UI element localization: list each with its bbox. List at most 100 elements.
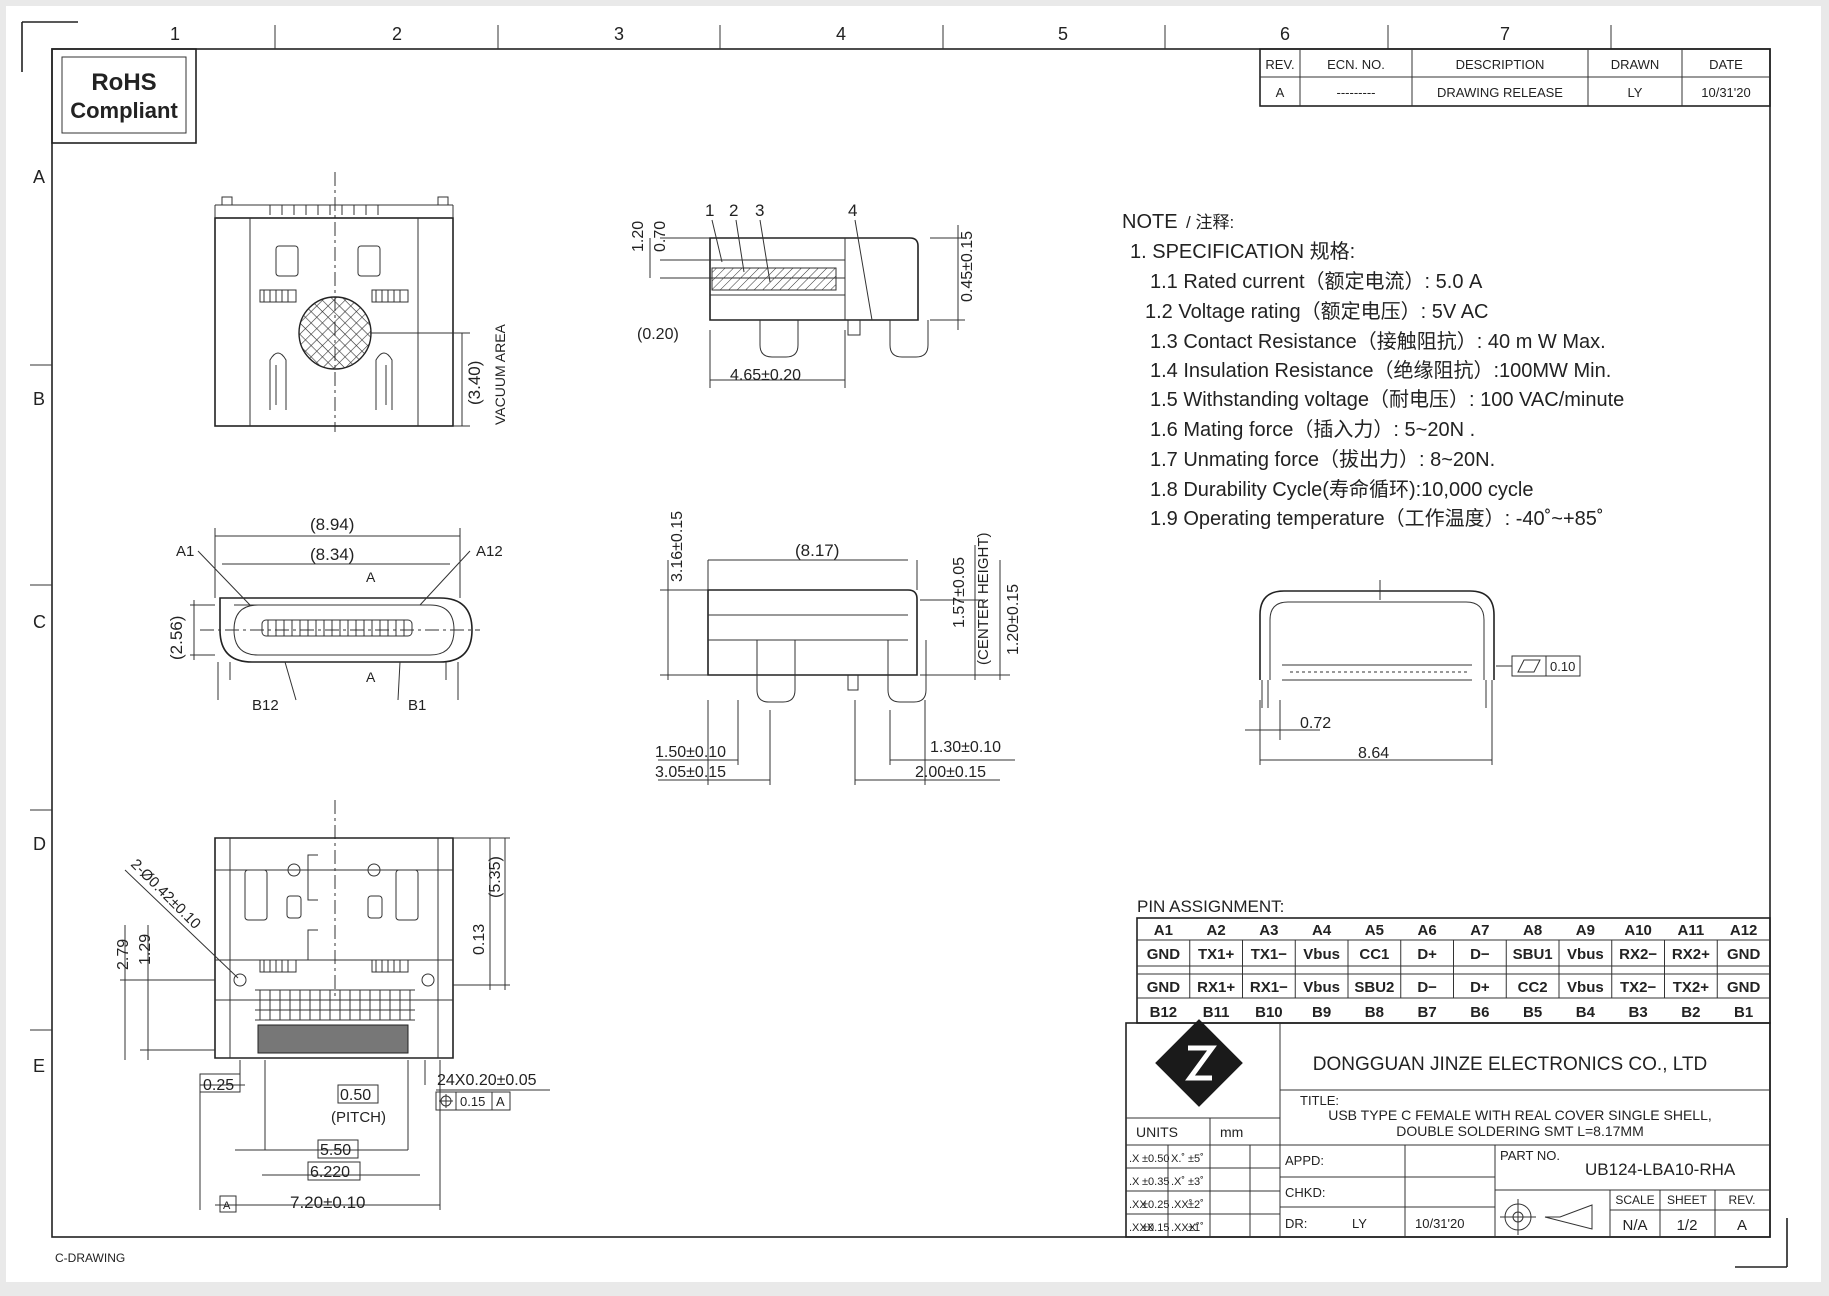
bottom-view: 2-Ø0.42±0.10 2.79 1.29 0.13 (5.35) 0.25 … (115, 800, 550, 1213)
pin-label-b12: B12 (252, 697, 279, 714)
pin-cell: GND (1727, 979, 1761, 996)
dim-bottom-550: 5.50 (320, 1142, 351, 1159)
pin-cell: A1 (1154, 922, 1173, 939)
tolerance-cell: ±0.35 (1142, 1176, 1169, 1188)
pin-cell: TX2+ (1673, 979, 1710, 996)
pitch-label: (PITCH) (331, 1109, 386, 1126)
callout-1: 1 (705, 201, 714, 220)
title-line1: USB TYPE C FEMALE WITH REAL COVER SINGLE… (1328, 1107, 1712, 1123)
dim-vacuum-340: (3.40) (465, 361, 484, 405)
pin-cell: D− (1470, 946, 1490, 963)
dim-side2-120: 1.20±0.15 (1005, 584, 1022, 655)
date-value: 10/31'20 (1701, 85, 1750, 100)
spec-item: 1.2 Voltage rating（额定电压）: 5V AC (1145, 300, 1489, 323)
scale-label: SCALE (1615, 1193, 1654, 1207)
pin-cell: RX1+ (1197, 979, 1235, 996)
drawn-value: LY (1628, 85, 1643, 100)
dim-front-256: (2.56) (167, 616, 186, 660)
dim-side2-200: 2.00±0.15 (915, 764, 986, 781)
rev-header: REV. (1265, 57, 1294, 72)
dim-side2-316: 3.16±0.15 (669, 511, 686, 582)
tolerance-cell: .X (1129, 1176, 1140, 1188)
dim-bottom-025: 0.25 (203, 1077, 234, 1094)
sheet-value: 1/2 (1677, 1217, 1698, 1234)
paper (6, 6, 1821, 1282)
callout-3: 3 (755, 201, 764, 220)
spec-item: 1.8 Durability Cycle(寿命循环):10,000 cycle (1150, 478, 1533, 501)
title-line2: DOUBLE SOLDERING SMT L=8.17MM (1396, 1123, 1644, 1139)
dim-side-070: 0.70 (652, 221, 669, 252)
tolerance-cell: ±0.25 (1142, 1199, 1169, 1211)
pin-cell: A10 (1624, 922, 1652, 939)
end-view: 0.10 0.72 8.64 (1245, 580, 1581, 765)
column-label: 6 (1280, 24, 1290, 44)
tolerance-cell: ±3˚ (1188, 1176, 1204, 1188)
row-labels: A B C D E (33, 167, 46, 1076)
pin-cell: B2 (1681, 1004, 1700, 1021)
datum-a: A (223, 1200, 231, 1212)
tolerance-cell: .X˚ (1171, 1176, 1185, 1188)
dim-bottom-535: (5.35) (487, 856, 504, 898)
rev-value: A (1276, 85, 1285, 100)
revision-table: REV. ECN. NO. DESCRIPTION DRAWN DATE A -… (1259, 48, 1771, 107)
pin-cell: A7 (1470, 922, 1489, 939)
pin-cell: B3 (1629, 1004, 1648, 1021)
pin-cell: TX1− (1251, 946, 1288, 963)
title-label: TITLE: (1300, 1093, 1339, 1108)
units-value: mm (1220, 1124, 1243, 1140)
pin-cell: D+ (1470, 979, 1490, 996)
dim-side2-305: 3.05±0.15 (655, 764, 726, 781)
dim-side2-150: 1.50±0.10 (655, 744, 726, 761)
rev-label: REV. (1729, 1193, 1756, 1207)
pin-cell: A8 (1523, 922, 1542, 939)
tolerance-cell: .XXX (1129, 1222, 1155, 1234)
appd-label: APPD: (1285, 1153, 1324, 1168)
tolerance-cell: ±0.15 (1142, 1222, 1169, 1234)
spec-heading: 1. SPECIFICATION 规格: (1130, 240, 1355, 263)
column-label: 3 (614, 24, 624, 44)
pin-cell: TX2− (1620, 979, 1657, 996)
tolerance-cell: .X (1129, 1153, 1140, 1165)
spec-item: 1.7 Unmating force（拔出力）: 8~20N. (1150, 448, 1495, 471)
dim-bottom-6220: 6.220 (310, 1164, 350, 1181)
spec-item: 1.9 Operating temperature（工作温度）: -40˚~+8… (1150, 507, 1604, 530)
pin-cell: Vbus (1567, 979, 1604, 996)
dim-front-894: (8.94) (310, 515, 354, 534)
tolerance-cell: ±2˚ (1188, 1199, 1204, 1211)
pin-cell: CC2 (1518, 979, 1548, 996)
front-view: (8.94) (8.34) (2.56) A1 A12 B12 B1 A A (167, 515, 503, 714)
tolerance-cell: .XXX˚ (1171, 1222, 1200, 1234)
title-block: DONGGUAN JINZE ELECTRONICS CO., LTD TITL… (1125, 1019, 1771, 1238)
pin-cell: B12 (1150, 1004, 1178, 1021)
pin-cell: A12 (1730, 922, 1758, 939)
pin-label-b1: B1 (408, 697, 426, 714)
rev-value-block: A (1737, 1217, 1747, 1234)
company-name: DONGGUAN JINZE ELECTRONICS CO., LTD (1313, 1054, 1707, 1075)
dim-side2-157: 1.57±0.05 (951, 557, 968, 628)
tolerance-cell: .XX (1129, 1199, 1147, 1211)
dim-side-045: 0.45±0.15 (959, 231, 976, 302)
pin-cell: B9 (1312, 1004, 1331, 1021)
dim-side2-817: (8.17) (795, 541, 839, 560)
pin-cell: Vbus (1303, 946, 1340, 963)
pin-cell: B4 (1576, 1004, 1596, 1021)
callout-4: 4 (848, 201, 857, 220)
column-label: 1 (170, 24, 180, 44)
dim-end-072: 0.72 (1300, 715, 1331, 732)
description-value: DRAWING RELEASE (1437, 85, 1563, 100)
row-label: C (33, 612, 46, 632)
pin-cell: B1 (1734, 1004, 1753, 1021)
pin-cell: GND (1147, 946, 1181, 963)
pin-cell: D+ (1417, 946, 1437, 963)
ecn-value: --------- (1337, 85, 1376, 100)
side-view-upper: 1.20 0.70 (0.20) 4.65±0.20 0.45±0.15 1 2… (630, 201, 976, 388)
pin-cell: SBU1 (1513, 946, 1553, 963)
position-datum: A (496, 1094, 505, 1109)
projection-symbol (1500, 1199, 1593, 1235)
pin-cell: A5 (1365, 922, 1384, 939)
date-header: DATE (1709, 57, 1743, 72)
vacuum-area-label: VACUUM AREA (492, 323, 508, 425)
pin-cell: A11 (1678, 922, 1705, 939)
